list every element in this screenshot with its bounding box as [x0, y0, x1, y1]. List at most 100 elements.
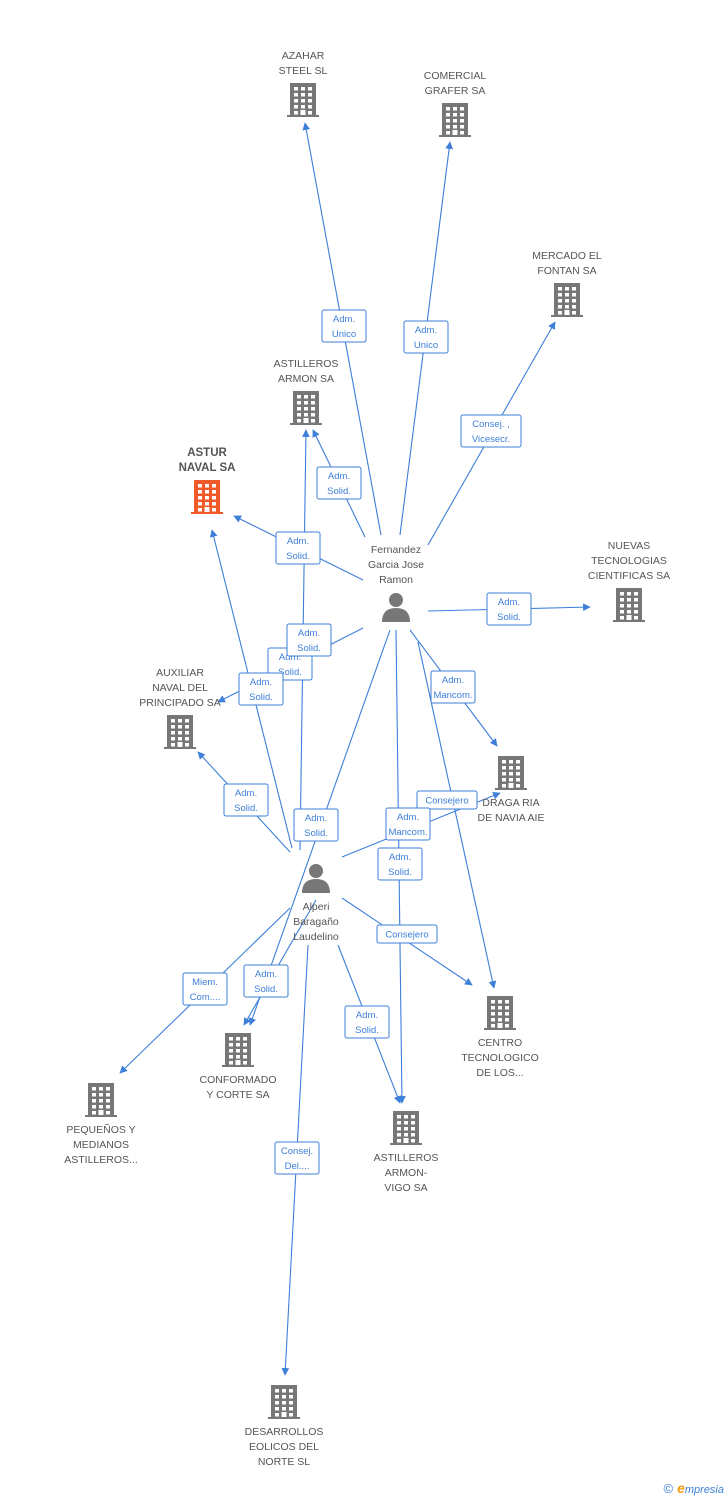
edge-label[interactable]: Adm.Solid. — [377, 847, 423, 881]
node-label: DRAGA RIA — [482, 797, 539, 809]
node-label: CONFORMADO — [200, 1074, 277, 1086]
building-icon — [85, 1083, 117, 1117]
edge-label-box — [321, 309, 367, 343]
edge-label[interactable]: Adm.Solid. — [275, 531, 321, 565]
edge-label-box — [238, 672, 284, 706]
node-label: ARMON SA — [278, 373, 334, 385]
edge-label[interactable]: Adm.Unico — [403, 320, 449, 354]
edge-label-text: Solid. — [234, 803, 258, 814]
node-label: NUEVAS — [608, 540, 650, 552]
edge-label-text: Consej. — [281, 1146, 313, 1157]
edge-label-box — [376, 924, 438, 944]
edge-label[interactable]: Adm. Solid. — [223, 783, 269, 817]
edge-label[interactable]: Consej. Del.... — [274, 1141, 320, 1175]
building-icon — [287, 83, 319, 117]
node-label: AZAHAR — [282, 50, 325, 62]
edge-label[interactable]: Adm.Solid. — [344, 1005, 390, 1039]
edge-label-text: Adm. — [305, 813, 327, 824]
edge-label[interactable]: Consejero — [416, 790, 478, 810]
edge-label-text: Adm. — [235, 788, 257, 799]
edge-label-box — [274, 1141, 320, 1175]
node-label: FONTAN SA — [537, 265, 596, 277]
node-nuevas[interactable]: NUEVAS TECNOLOGIAS CIENTIFICAS SA — [588, 540, 670, 622]
edge-label[interactable]: Adm.Unico — [321, 309, 367, 343]
edge-label[interactable]: Adm.Solid. — [286, 623, 332, 657]
edge-label-box — [293, 808, 339, 842]
edge-label-box — [460, 414, 522, 448]
empresia-logo[interactable]: ©empresia — [663, 1480, 724, 1496]
node-label: DE LOS... — [476, 1067, 523, 1079]
edge-label-text: Miem. — [192, 977, 218, 988]
node-mercado[interactable]: MERCADO EL FONTAN SA — [532, 250, 602, 317]
edge-label[interactable]: Consej. , Vicesecr. — [460, 414, 522, 448]
edge-label-text: Adm. — [415, 325, 437, 336]
edge-label-text: Adm. — [397, 812, 419, 823]
building-icon — [551, 283, 583, 317]
node-label: CIENTIFICAS SA — [588, 570, 670, 582]
edge-label-text: Adm. — [255, 969, 277, 980]
edge-label-box — [416, 790, 478, 810]
logo-text: mpresia — [684, 1484, 724, 1496]
node-pequenos[interactable]: PEQUEÑOS YMEDIANOSASTILLEROS... — [64, 1083, 138, 1166]
edge-label[interactable]: Adm.Mancom. — [385, 807, 431, 841]
edge-label-text: Solid. — [497, 612, 521, 623]
edge-label-box — [286, 623, 332, 657]
node-label: ARMON- — [385, 1167, 428, 1179]
node-label: COMERCIAL — [424, 70, 487, 82]
edge-label-text: Solid. — [249, 692, 273, 703]
edge-label[interactable]: Miem.Com.... — [182, 972, 228, 1006]
node-astilleros_armon[interactable]: ASTILLEROS ARMON SA — [274, 358, 339, 425]
edge-label-box — [275, 531, 321, 565]
edge-label[interactable]: Adm. Solid. — [486, 592, 532, 626]
node-label: ASTILLEROS — [274, 358, 339, 370]
node-comercial[interactable]: COMERCIAL GRAFER SA — [424, 70, 487, 137]
node-label: STEEL SL — [279, 65, 328, 77]
edge-label[interactable]: Consejero — [376, 924, 438, 944]
edge-label-text: Solid. — [304, 828, 328, 839]
edge-label-box — [403, 320, 449, 354]
edge-label[interactable]: Adm.Solid. — [316, 466, 362, 500]
edge-label[interactable]: Adm. Solid. — [293, 808, 339, 842]
node-label: ASTUR — [187, 447, 227, 459]
edge-label-text: Adm. — [498, 597, 520, 608]
building-icon — [290, 391, 322, 425]
node-label: TECNOLOGICO — [461, 1052, 539, 1064]
building-icon — [268, 1385, 300, 1419]
node-label: MEDIANOS — [73, 1139, 129, 1151]
building-icon — [495, 756, 527, 790]
edge-label[interactable]: Adm.Solid. — [243, 964, 289, 998]
node-label: MERCADO EL — [532, 250, 602, 262]
edge-label-text: Adm. — [442, 675, 464, 686]
edge-label-text: Del.... — [285, 1161, 310, 1172]
nodes-layer: AZAHAR STEEL SL COMERCIAL GRAFER SA MERCADO … — [64, 50, 670, 1468]
edge-label-text: Solid. — [388, 867, 412, 878]
node-label: GRAFER SA — [425, 85, 486, 97]
edge-label[interactable]: Adm.Solid. — [238, 672, 284, 706]
node-azahar[interactable]: AZAHAR STEEL SL — [279, 50, 328, 117]
edge-label-text: Solid. — [355, 1025, 379, 1036]
edge-label[interactable]: Adm.Mancom. — [430, 670, 476, 704]
edge-label-box — [243, 964, 289, 998]
node-label: AUXILIAR — [156, 667, 204, 679]
edge-label-text: Adm. — [328, 471, 350, 482]
building-icon — [390, 1111, 422, 1145]
node-label: TECNOLOGIAS — [591, 555, 667, 567]
node-label: Laudelino — [293, 931, 339, 943]
edge-label-box — [182, 972, 228, 1006]
edge-label-text: Consej. , — [472, 419, 510, 430]
node-label: DESARROLLOS — [245, 1426, 324, 1438]
edge-label-text: Consejero — [425, 796, 468, 807]
copyright-symbol: © — [663, 1481, 674, 1496]
edge-label-text: Adm. — [298, 628, 320, 639]
edge-label-text: Vicesecr. — [472, 434, 510, 445]
